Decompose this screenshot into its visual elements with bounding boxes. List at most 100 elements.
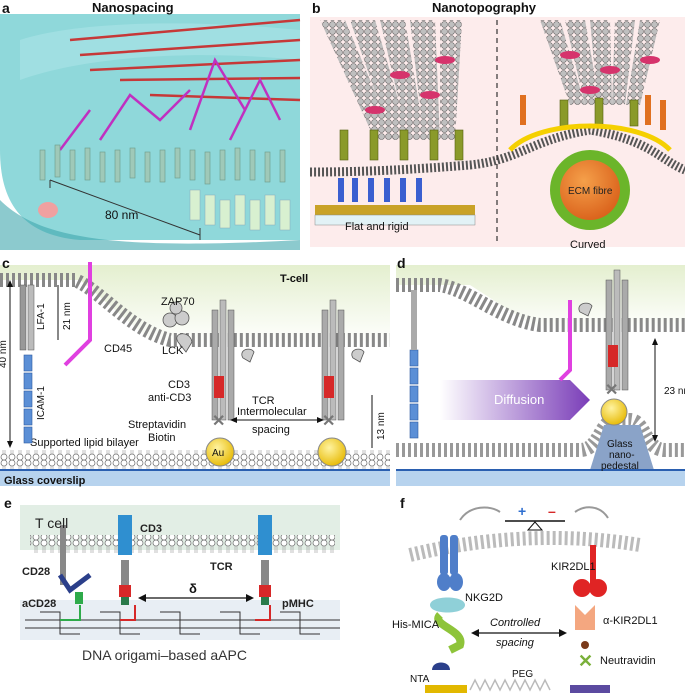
panel-b-title: Nanotopography: [432, 0, 537, 15]
panel-letter-b: b: [312, 0, 321, 16]
curved-layer: [508, 123, 672, 152]
label-glass-coverslip: Glass coverslip: [4, 475, 86, 487]
anti-kir2dl1: [575, 605, 595, 630]
tcr-complex-d: ✕: [605, 269, 629, 399]
receptor-array: [39, 144, 286, 185]
label-intermolecular: Intermolecular: [237, 406, 307, 418]
label-cd3-e: CD3: [140, 523, 162, 535]
label-bilayer: Supported lipid bilayer: [30, 437, 139, 449]
label-flat-rigid: Flat and rigid: [345, 221, 409, 233]
panel-b: Flat and rigid ECM fibre Curved b Nanoto…: [309, 0, 685, 251]
his-mica: [434, 612, 465, 654]
label-anti-cd3: anti-CD3: [148, 392, 191, 404]
peg-brush: [469, 678, 551, 692]
tcell-membrane-d: [396, 278, 685, 332]
label-lfa1: LFA-1: [36, 303, 47, 330]
label-minus: –: [548, 503, 556, 519]
label-neutravidin: Neutravidin: [600, 655, 656, 667]
panel-f: + – ✕ NKG2D KIR2DL1 His-MICA α-KIR2DL1 C…: [392, 495, 658, 693]
label-tcell-e: T cell: [35, 515, 68, 531]
tcell-membrane-e: [30, 535, 335, 553]
actin-filaments: [69, 18, 301, 102]
panel-letter-e: e: [4, 495, 12, 511]
zap70-protein: [162, 301, 190, 328]
label-his-mica: His-MICA: [392, 619, 440, 631]
tcr-complex-1: ✕: [211, 299, 235, 430]
gold-nanoparticle-1: [205, 437, 235, 467]
label-kir2dl1: KIR2DL1: [551, 561, 596, 573]
label-spacing: spacing: [252, 424, 290, 436]
lfa1-molecule: [19, 284, 27, 351]
label-alpha-kir2dl1: α-KIR2DL1: [603, 615, 658, 627]
glass-pedestal: [590, 425, 654, 470]
gold-nanoparticle-d: [600, 398, 628, 426]
cd45-molecule: [63, 262, 92, 367]
label-tcr: TCR: [252, 395, 275, 407]
panel-letter-a: a: [2, 0, 10, 16]
diffusion-arrow: [440, 380, 590, 420]
label-controlled: Controlled: [490, 617, 541, 629]
membrane-surface: [0, 14, 300, 240]
label-21nm: 21 nm: [62, 302, 73, 330]
label-curved: Curved: [570, 239, 605, 251]
panel-letter-c: c: [2, 255, 10, 271]
kir2dl1-receptor: [573, 545, 607, 597]
label-spacing-f: spacing: [496, 637, 535, 649]
linker-proteins: [59, 57, 282, 151]
scale-80nm: 80 nm: [105, 208, 138, 222]
tcr-e-2: [258, 515, 272, 605]
tcr-complex-2: ✕: [321, 299, 345, 430]
panel-a-title: Nanospacing: [92, 0, 174, 15]
label-13nm: 13 nm: [376, 412, 387, 440]
icam1-molecule: [23, 354, 33, 444]
label-peg: PEG: [512, 669, 533, 680]
label-cd28: CD28: [22, 566, 50, 578]
label-delta: δ: [189, 581, 197, 596]
ligand: [38, 202, 58, 218]
label-plus: +: [518, 503, 526, 519]
panel-c: Glass coverslip Supported lipid bilayer …: [0, 255, 390, 487]
panel-a: 80 nm a Nanospacing: [0, 0, 301, 250]
label-biotin: Biotin: [148, 432, 176, 444]
supported-lipid-bilayer: [0, 450, 390, 470]
label-23nm: 23 nm: [664, 386, 685, 397]
bilayer-d: [396, 413, 685, 457]
label-nano: nano-: [609, 450, 635, 461]
panel-letter-f: f: [400, 495, 405, 511]
label-streptavidin: Streptavidin: [128, 419, 186, 431]
label-au: Au: [212, 448, 224, 459]
label-cd3: CD3: [168, 379, 190, 391]
label-pmhc: pMHC: [282, 598, 314, 610]
ecm-fibre: [560, 160, 620, 220]
label-glass: Glass: [607, 439, 633, 450]
label-zap70: ZAP70: [161, 296, 195, 308]
svg-text:✕: ✕: [578, 651, 593, 671]
label-acd28: aCD28: [22, 598, 56, 610]
caption-e: DNA origami–based aAPC: [82, 647, 247, 663]
svg-text:✕: ✕: [322, 413, 335, 430]
label-cd45: CD45: [104, 343, 132, 355]
label-lck: LCK: [162, 345, 184, 357]
acd28-antibody: [57, 573, 92, 594]
flat-substrate: [315, 205, 475, 215]
label-icam1: ICAM-1: [36, 386, 47, 420]
lck-protein: [176, 333, 193, 353]
panel-e: δ T cell CD3 CD28 TCR aCD28 pMHC DNA ori…: [4, 495, 340, 663]
label-ecm-fibre: ECM fibre: [568, 186, 613, 197]
nkg2d-receptor: [437, 535, 463, 591]
panel-d: Diffusion ✕ 23 nm Glass nano- pedestal d: [396, 255, 685, 486]
label-nta: NTA: [410, 674, 430, 685]
label-nkg2d: NKG2D: [465, 592, 503, 604]
label-pedestal: pedestal: [601, 461, 639, 472]
tcell-membrane: [0, 273, 390, 347]
label-diffusion: Diffusion: [494, 392, 544, 407]
svg-text:✕: ✕: [605, 382, 618, 399]
glass-coverslip: [0, 470, 390, 486]
panel-letter-d: d: [397, 255, 406, 271]
linker-proteins-b: [365, 51, 660, 114]
label-tcell-c: T-cell: [280, 273, 308, 285]
tcr-e-1: [118, 515, 132, 605]
label-40nm: 40 nm: [0, 340, 9, 368]
svg-text:✕: ✕: [212, 413, 225, 430]
